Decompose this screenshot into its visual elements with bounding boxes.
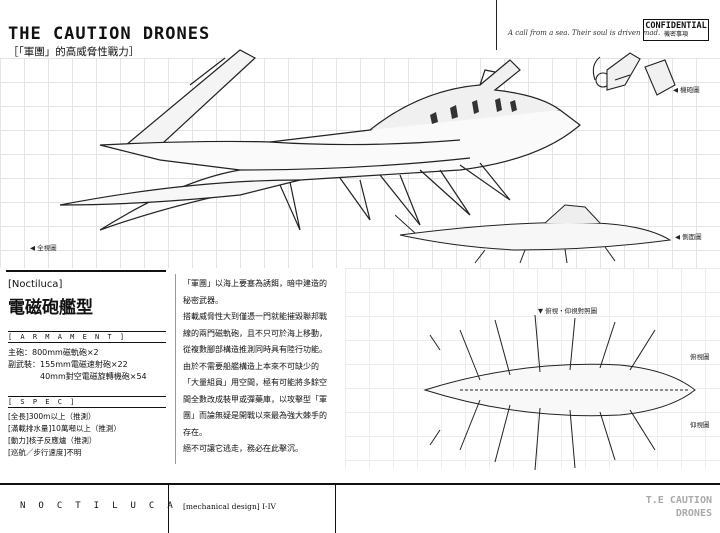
full-view-label: ◀ 全視圖 [30, 244, 57, 252]
footer-design-caption: [mechanical design] I-IV [183, 502, 276, 511]
top-bottom-view-label: ▼ 俯視・仰視對照圖 [538, 307, 598, 315]
footer-logo-line: DRONES [675, 508, 712, 519]
top-view-label: 俯視圖 [690, 353, 710, 361]
footer-divider [168, 484, 169, 533]
footer-divider [335, 484, 336, 533]
spec-line: [滿載排水量]10萬噸以上（推測） [8, 424, 121, 433]
unit-name: [Noctiluca] [8, 279, 63, 290]
badge-label: CONFIDENTIAL [645, 21, 707, 31]
spec-line: [巡航／步行速度]不明 [8, 448, 82, 457]
column-divider [175, 274, 176, 464]
body-paragraph: 搭載威脅性大到僅憑一門就能摧毀聯邦戰線的兩門磁軌砲，且不只可於海上移動，從複數腳… [183, 312, 327, 354]
footer-logo: T.E CAUTION DRONES [638, 494, 712, 520]
unit-class-title: 電磁砲艦型 [8, 298, 93, 318]
motto-text: A call from a sea. Their soul is driven … [508, 29, 661, 37]
description-body: 「軍團」以海上要塞為誘餌，暗中建造的秘密武器。 搭載威脅性大到僅憑一門就能摧毀聯… [183, 276, 333, 458]
bottom-view-label: 仰視圖 [690, 421, 710, 429]
info-top-rule [6, 270, 166, 272]
page-subtitle: ［「軍團」的高威脅性戰力］ [8, 46, 140, 58]
spec-line: [動力]核子反應爐（推測） [8, 436, 97, 445]
spec-heading: [ S P E C ] [8, 396, 166, 408]
armament-line: 副武裝：155mm電磁速射砲×22 [8, 360, 128, 369]
spec-line: [全長]300m以上（推測） [8, 412, 96, 421]
ship-top-bottom-view-illustration [423, 314, 696, 471]
ship-full-view-illustration [59, 49, 581, 231]
detail-view-label: ◀ 機砲圖 [673, 86, 700, 94]
body-paragraph: 「軍團」以海上要塞為誘餌，暗中建造的秘密武器。 [183, 279, 327, 305]
header-divider [496, 0, 497, 50]
badge-sub-label: 機密事項 [663, 31, 688, 38]
body-paragraph: 絕不可讓它逃走，務必在此擊沉。 [183, 444, 303, 453]
cannon-detail-illustration [592, 52, 676, 96]
footer-rule [0, 483, 720, 485]
armament-line: 40mm對空電磁旋轉機砲×54 [8, 372, 147, 381]
ship-side-view-illustration [395, 204, 672, 264]
armament-line: 主砲：800mm磁軌砲×2 [8, 348, 99, 357]
body-paragraph: 由於不需要船艦構造上本來不可缺少的「大量組員」用空間，極有可能將多餘空間全數改成… [183, 361, 327, 437]
confidential-badge: CONFIDENTIAL 機密事項 [643, 19, 709, 41]
side-view-label: ◀ 側面圖 [675, 233, 702, 241]
footer-logo-line: T.E CAUTION [645, 495, 712, 506]
footer-unit-name: NOCTILUCA [20, 501, 186, 511]
armament-heading: [ A R M A M E N T ] [8, 331, 166, 343]
page-title: THE CAUTION DRONES [8, 24, 211, 44]
